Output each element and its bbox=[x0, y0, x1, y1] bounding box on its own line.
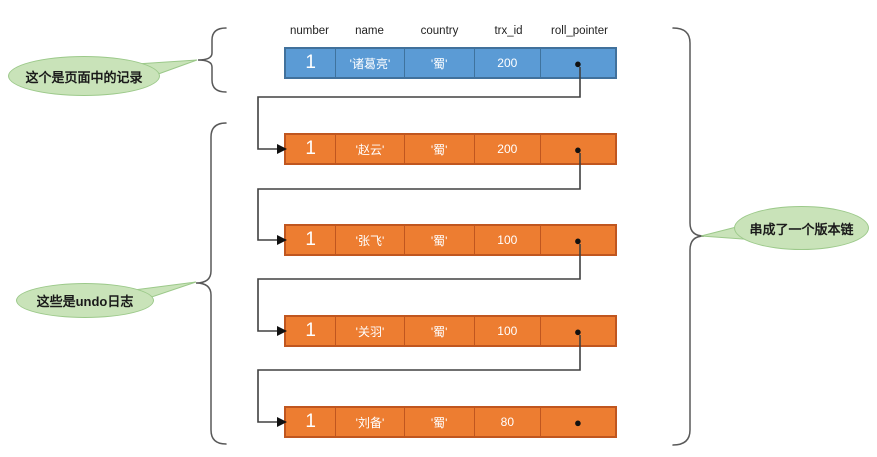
callout-page-record: 这个是页面中的记录 bbox=[8, 56, 160, 96]
cell-trx-id: 100 bbox=[475, 226, 541, 254]
undo-log-row-3: 1 '关羽' '蜀' 100 ● bbox=[284, 315, 617, 347]
cell-country: '蜀' bbox=[405, 49, 475, 77]
undo-log-row-1: 1 '赵云' '蜀' 200 ● bbox=[284, 133, 617, 165]
cell-name: '诸葛亮' bbox=[336, 49, 405, 77]
cell-number: 1 bbox=[286, 317, 337, 345]
cell-number: 1 bbox=[286, 408, 337, 436]
cell-trx-id: 80 bbox=[475, 408, 541, 436]
cell-country: '蜀' bbox=[405, 408, 475, 436]
undo-log-row-2: 1 '张飞' '蜀' 100 ● bbox=[284, 224, 617, 256]
cell-name: '关羽' bbox=[336, 317, 405, 345]
column-header-number: number bbox=[290, 25, 329, 37]
page-record-row: 1 '诸葛亮' '蜀' 200 ● bbox=[284, 47, 617, 79]
cell-name: '刘备' bbox=[336, 408, 405, 436]
cell-country: '蜀' bbox=[405, 317, 475, 345]
callout-version-chain: 串成了一个版本链 bbox=[734, 206, 869, 250]
cell-number: 1 bbox=[286, 226, 337, 254]
column-header-trx-id: trx_id bbox=[494, 25, 523, 37]
column-header-roll-pointer: roll_pointer bbox=[551, 25, 608, 37]
column-headers: number name country trx_id roll_pointer bbox=[284, 23, 617, 39]
column-header-name: name bbox=[355, 25, 384, 37]
cell-name: '张飞' bbox=[336, 226, 405, 254]
roll-pointer-dot-icon: ● bbox=[574, 323, 582, 339]
cell-trx-id: 100 bbox=[475, 317, 541, 345]
brace-left-undo-group bbox=[195, 122, 227, 445]
brace-right-version-chain bbox=[672, 27, 705, 446]
cell-number: 1 bbox=[286, 135, 337, 163]
cell-number: 1 bbox=[286, 49, 337, 77]
cell-name: '赵云' bbox=[336, 135, 405, 163]
cell-trx-id: 200 bbox=[475, 135, 541, 163]
roll-pointer-dot-icon: ● bbox=[574, 232, 582, 248]
roll-pointer-dot-icon: ● bbox=[574, 141, 582, 157]
undo-log-row-4: 1 '刘备' '蜀' 80 ● bbox=[284, 406, 617, 438]
roll-pointer-dot-icon: ● bbox=[574, 414, 582, 430]
callout-undo-logs: 这些是undo日志 bbox=[16, 283, 154, 318]
brace-left-record bbox=[197, 27, 227, 93]
cell-country: '蜀' bbox=[405, 226, 475, 254]
roll-pointer-dot-icon: ● bbox=[574, 55, 582, 71]
cell-trx-id: 200 bbox=[475, 49, 541, 77]
cell-country: '蜀' bbox=[405, 135, 475, 163]
column-header-country: country bbox=[420, 25, 459, 37]
